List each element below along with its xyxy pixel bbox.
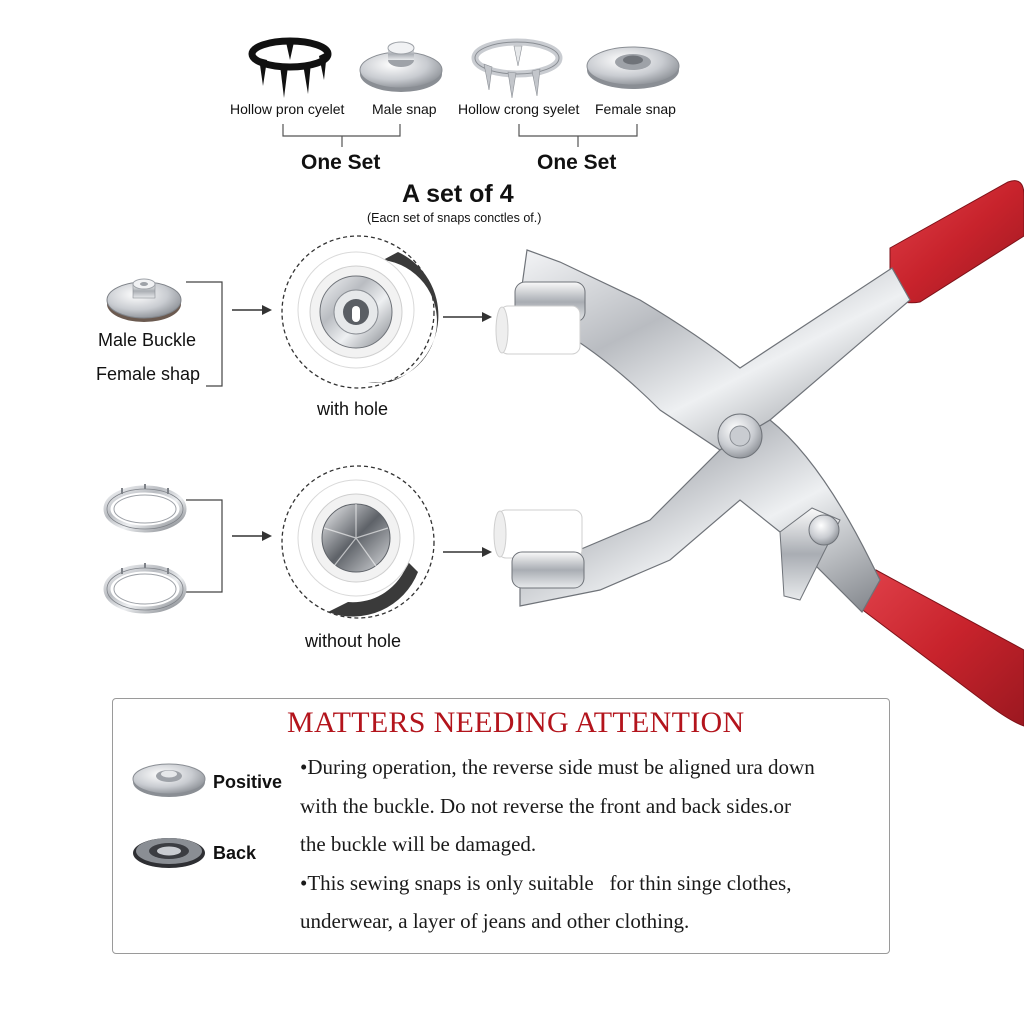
- snap-pliers-icon: [493, 180, 1024, 727]
- set-label-left: One Set: [301, 151, 381, 174]
- female-snap-icon: [586, 46, 680, 89]
- set-count-subtitle: (Eacn set of snaps conctles of.): [367, 211, 542, 225]
- notice-title: MATTERS NEEDING ATTENTION: [287, 706, 745, 739]
- positive-side-icon: [132, 763, 206, 797]
- male-snap-icon: [359, 41, 443, 92]
- male-buckle-label: Male Buckle: [98, 330, 197, 350]
- notice-line-1: •During operation, the reverse side must…: [300, 755, 815, 779]
- back-side-icon: [133, 838, 205, 868]
- positive-label: Positive: [213, 772, 283, 792]
- female-snap-label: Female snap: [595, 101, 676, 117]
- silver-prong-eyelet-icon: [471, 38, 563, 99]
- female-snap-side-label: Female shap: [96, 364, 201, 384]
- male-buckle-icon: [106, 278, 182, 322]
- die-with-hole-icon: [281, 235, 439, 389]
- notice-line-4: •This sewing snaps is only suitable for …: [300, 871, 792, 895]
- die-without-hole-icon: [281, 465, 435, 619]
- set-brackets: [282, 124, 638, 147]
- black-prong-eyelet-icon: [248, 37, 332, 98]
- male-snap-label: Male snap: [372, 101, 437, 117]
- back-label: Back: [213, 843, 257, 863]
- set-count-title: A set of 4: [402, 180, 514, 208]
- upper-connector: [186, 281, 492, 593]
- notice-line-3: the buckle will be damaged.: [300, 832, 537, 856]
- notice-line-2: with the buckle. Do not reverse the fron…: [300, 794, 792, 818]
- hollow-prong-eyelet-silver-label: Hollow crong syelet: [458, 101, 580, 117]
- notice-panel: [112, 698, 890, 954]
- with-hole-label: with hole: [317, 399, 389, 419]
- notice-line-5: underwear, a layer of jeans and other cl…: [300, 909, 690, 933]
- set-label-right: One Set: [537, 151, 617, 174]
- without-hole-label: without hole: [305, 631, 402, 651]
- hollow-prong-eyelet-black-label: Hollow pron cyelet: [230, 101, 345, 117]
- prong-ring-icon: [103, 484, 187, 533]
- prong-ring-icon: [103, 563, 187, 614]
